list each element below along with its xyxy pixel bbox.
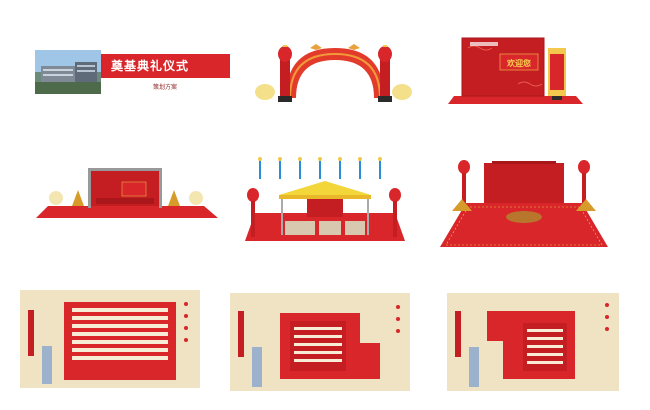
stage-with-trees bbox=[36, 160, 218, 226]
arch-illustration bbox=[250, 40, 420, 109]
welcome-backdrop: 欢迎您 bbox=[448, 34, 583, 110]
floor-plan-1 bbox=[20, 290, 200, 392]
banner-subtitle: 策划方案 bbox=[153, 84, 178, 91]
red-carpet-stage bbox=[440, 155, 608, 254]
tent-stage-scene bbox=[245, 155, 405, 251]
floor-plan-3 bbox=[447, 293, 619, 395]
building-photo bbox=[35, 50, 101, 94]
banner-title: 奠基典礼仪式 bbox=[101, 54, 230, 78]
title-banner: 奠基典礼仪式 策划方案 bbox=[35, 50, 230, 94]
floor-plan-2 bbox=[230, 293, 410, 395]
welcome-text: 欢迎您 bbox=[506, 58, 531, 68]
